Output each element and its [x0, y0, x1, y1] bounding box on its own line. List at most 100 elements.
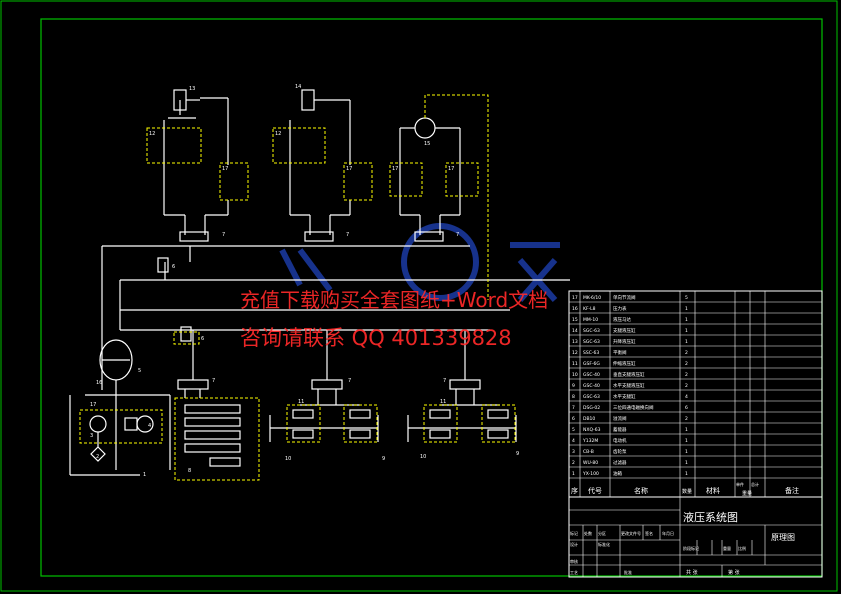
bom-header-material: 材料 [706, 486, 720, 495]
label-throttle-a: 17 [222, 166, 228, 172]
bom-cell-qty: 1 [685, 339, 688, 345]
label-cyl-pair-a: 11 [298, 399, 304, 405]
label-throttle-d: 17 [448, 166, 454, 172]
bom-cell-code: GSF-6G [583, 361, 600, 367]
cell-mark: 标记 [570, 530, 578, 536]
label-motor: 4 [148, 423, 151, 429]
bom-header-unit: 单件 [736, 481, 744, 487]
cell-sign: 签名 [645, 530, 653, 536]
circuit-lines [69, 89, 570, 476]
drawing-name: 原理图 [771, 533, 795, 542]
bom-cell-no: 2 [572, 460, 575, 466]
bom-cell-code: CB-B [583, 449, 594, 455]
bom-cell-no: 9 [572, 383, 575, 389]
label-check: 17 [90, 402, 96, 408]
bom-cell-code: WU-80 [583, 460, 598, 466]
bom-cell-name: 升降液压缸 [613, 338, 636, 345]
bom-cell-code: NXQ-63 [583, 427, 601, 433]
bom-cell-qty: 5 [685, 295, 688, 301]
bom-cell-name: 油箱 [613, 470, 622, 477]
bom-cell-no: 4 [572, 438, 575, 444]
bom-cell-no: 7 [572, 405, 575, 411]
bom-cell-no: 6 [572, 416, 575, 422]
label-relief-mid: 6 [201, 336, 204, 342]
label-accumulator: 5 [138, 368, 141, 374]
bom-cell-qty: 1 [685, 317, 688, 323]
bom-cell-name: 伸缩液压缸 [613, 360, 636, 367]
bom-cell-no: 11 [572, 361, 578, 367]
bom-cell-qty: 1 [685, 460, 688, 466]
bom-cell-qty: 2 [685, 372, 688, 378]
bom-cell-qty: 1 [685, 449, 688, 455]
bom-cell-name: 平衡阀 [613, 349, 627, 356]
title-block: 液压系统图 原理图 标记 处数 分区 更改文件号 签名 年月日 设计 标准化 审… [568, 496, 823, 578]
bom-cell-name: 单向节流阀 [613, 294, 636, 301]
cell-stage-mark: 阶段标记 [683, 545, 699, 551]
label-cyl-group: 8 [188, 468, 191, 474]
bom-cell-name: 水平支腿缸 [613, 393, 636, 400]
bom-cell-name: 三位四通电磁换向阀 [613, 404, 654, 411]
label-motor-right: 15 [424, 141, 430, 147]
bom-header-name: 名称 [634, 486, 648, 495]
watermark-line2: 咨询请联系 QQ 401339828 [240, 326, 512, 350]
bom-cell-code: MM-10 [583, 317, 598, 323]
bom-header-weight: 重量 [742, 490, 752, 497]
bom-cell-qty: 2 [685, 350, 688, 356]
bom-cell-code: KF-L8 [583, 306, 596, 312]
watermark-line1: 充值下载购买全套图纸+Word文档 [240, 288, 549, 312]
label-gauge: 16 [96, 380, 102, 386]
label-throttle-c: 17 [392, 166, 398, 172]
bom-cell-no: 13 [572, 339, 578, 345]
bom-cell-code: SSC-63 [583, 350, 599, 356]
cell-design: 设计 [570, 541, 578, 547]
cell-sheets-total: 共 张 [686, 569, 698, 576]
label-tank: 1 [143, 472, 146, 478]
cell-change-doc: 更改文件号 [621, 530, 641, 536]
cell-date: 年月日 [662, 530, 674, 536]
label-valve-a: 7 [222, 232, 225, 238]
bom-cell-no: 17 [572, 295, 578, 301]
bom-cell-name: 压力表 [613, 305, 627, 312]
bom-cell-name: 支腿液压缸 [613, 327, 636, 334]
bom-cell-name: 齿轮泵 [613, 448, 627, 455]
bom-cell-no: 16 [572, 306, 578, 312]
cell-sheet-no: 第 张 [728, 569, 740, 576]
bom-cell-code: YX-100 [582, 471, 599, 477]
bom-cell-no: 15 [572, 317, 578, 323]
bom-cell-name: 电动机 [613, 437, 627, 444]
bom-cell-code: GSC-40 [583, 383, 600, 389]
label-lock-left: 12 [149, 131, 155, 137]
cell-process: 工艺 [570, 570, 578, 575]
bom-cell-qty: 1 [685, 427, 688, 433]
bom-cell-qty: 6 [685, 405, 688, 411]
bom-cell-name: 溢流阀 [613, 415, 627, 422]
cell-weight: 重量 [723, 545, 731, 551]
bom-cell-qty: 1 [685, 438, 688, 444]
bom-cell-no: 8 [572, 394, 575, 400]
bom-header-total: 总计 [751, 481, 759, 487]
bom-cell-code: SGC-63 [583, 328, 600, 334]
label-leg-a: 10 [285, 456, 291, 462]
bom-cell-name: 水平支腿液压缸 [613, 382, 645, 389]
cell-review: 审核 [570, 558, 578, 564]
label-throttle-b: 17 [346, 166, 352, 172]
bom-cell-code: GSC-40 [583, 372, 600, 378]
bom-cell-qty: 4 [685, 394, 688, 400]
bom-cell-no: 3 [572, 449, 575, 455]
bom-cell-no: 5 [572, 427, 575, 433]
label-relief-top: 6 [172, 264, 175, 270]
bom-cell-code: SGC-63 [583, 339, 600, 345]
label-pump: 3 [90, 433, 93, 439]
label-cyl-pair-b: 11 [440, 399, 446, 405]
label-valve-c: 7 [456, 232, 459, 238]
cell-scale: 比例 [738, 545, 746, 551]
bom-cell-qty: 2 [685, 361, 688, 367]
bom-cell-name: 垂直支腿液压缸 [613, 371, 645, 378]
bom-cell-no: 12 [572, 350, 578, 356]
bom-cell-qty: 2 [685, 383, 688, 389]
bom-cell-code: Y132M [582, 438, 598, 444]
bom-cell-qty: 2 [685, 416, 688, 422]
